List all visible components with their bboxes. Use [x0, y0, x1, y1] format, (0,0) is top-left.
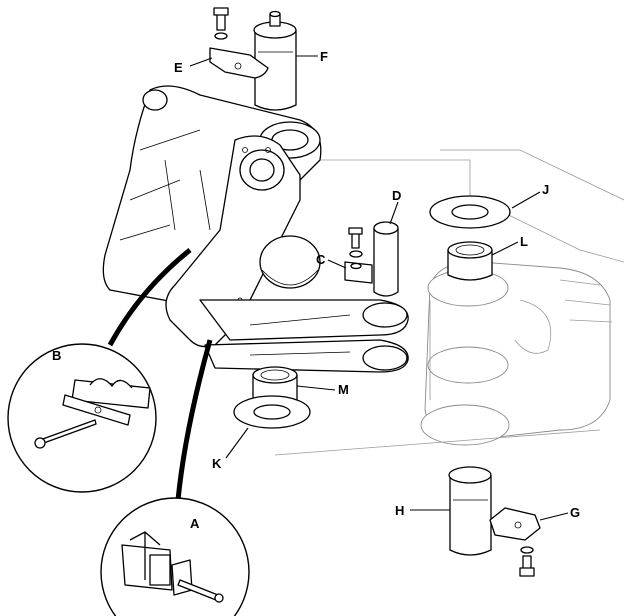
leader-c: [327, 259, 347, 269]
callout-circle-a: [100, 497, 250, 616]
callout-leader-a: [175, 339, 213, 501]
ghosted-dipper-arm: [274, 149, 624, 456]
callout-circle-b: [7, 343, 157, 493]
part-j-washer: [429, 195, 511, 229]
label-d: D: [392, 188, 401, 203]
label-c: C: [316, 252, 326, 267]
label-a: A: [190, 516, 200, 531]
leader-g: [539, 512, 569, 521]
leader-j: [511, 191, 541, 209]
label-l: L: [520, 234, 528, 249]
part-l-bush: [447, 241, 493, 281]
part-c-retaining-plate: [344, 227, 373, 284]
leader-k: [225, 427, 249, 459]
part-f-pivot-pin: [253, 10, 297, 111]
label-b: B: [52, 348, 61, 363]
label-j: J: [542, 182, 549, 197]
leader-m: [296, 385, 336, 391]
label-f: F: [320, 49, 328, 64]
part-g-retaining-plate: [489, 507, 541, 577]
part-h-pivot-pin: [448, 466, 492, 556]
label-e: E: [174, 60, 183, 75]
part-d-ram-pin: [373, 221, 399, 297]
label-k: K: [212, 456, 222, 471]
swing-casting: [102, 85, 409, 373]
part-e-retaining-plate: [209, 7, 269, 79]
part-k-washer: [233, 395, 311, 429]
callout-leader-b: [107, 248, 192, 347]
label-h: H: [395, 503, 404, 518]
label-g: G: [570, 505, 580, 520]
leader-e: [189, 57, 213, 67]
label-m: M: [338, 382, 349, 397]
leader-l: [491, 241, 519, 256]
leader-d: [389, 201, 399, 225]
